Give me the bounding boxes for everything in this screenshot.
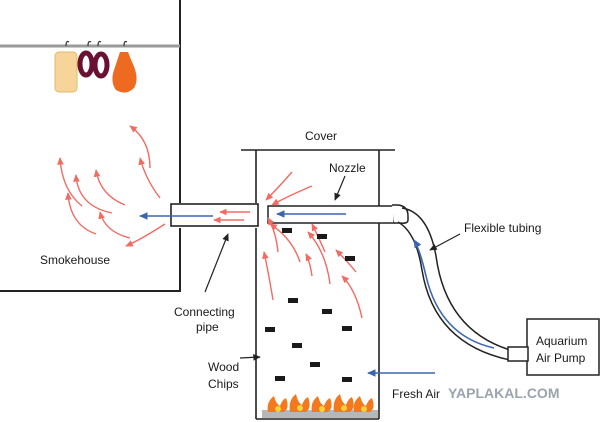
air-flow-arrows <box>139 210 495 377</box>
leader-lines <box>204 175 461 361</box>
aquarium-pump-label-2: Air Pump <box>536 351 586 365</box>
aquarium-air-pump <box>526 318 600 376</box>
pump-nozzle <box>507 346 529 362</box>
connecting-pipe-label-1: Connecting <box>174 305 235 319</box>
sausage-ring-icon <box>92 51 110 79</box>
nozzle-label: Nozzle <box>329 161 366 175</box>
cover-label: Cover <box>305 129 337 143</box>
flexible-tubing <box>397 207 511 361</box>
flexible-tubing-label: Flexible tubing <box>464 221 541 235</box>
nozzle-bend <box>392 204 409 224</box>
watermark: YAPLAKAL.COM <box>448 385 560 401</box>
meat-slab-icon <box>54 51 78 93</box>
smoker-smoke-arrows <box>213 171 363 319</box>
hanging-meats <box>54 50 137 93</box>
wood-chips <box>265 228 355 382</box>
ham-icon <box>112 52 137 93</box>
smokehouse-label: Smokehouse <box>40 253 110 267</box>
smokehouse-smoke-arrows <box>57 125 166 247</box>
connecting-pipe-label-2: pipe <box>196 320 219 334</box>
connecting-pipe <box>170 203 259 227</box>
wood-chips-label-1: Wood <box>208 360 239 374</box>
sausage-ring-icon <box>77 50 95 78</box>
fresh-air-label: Fresh Air <box>392 387 440 401</box>
fire-icon <box>262 394 378 418</box>
smoker-box <box>241 149 395 420</box>
smokehouse-walls <box>0 0 181 292</box>
aquarium-pump-label-1: Aquarium <box>536 334 587 348</box>
meat-hooks <box>65 40 128 47</box>
wood-chips-label-2: Chips <box>208 377 239 391</box>
